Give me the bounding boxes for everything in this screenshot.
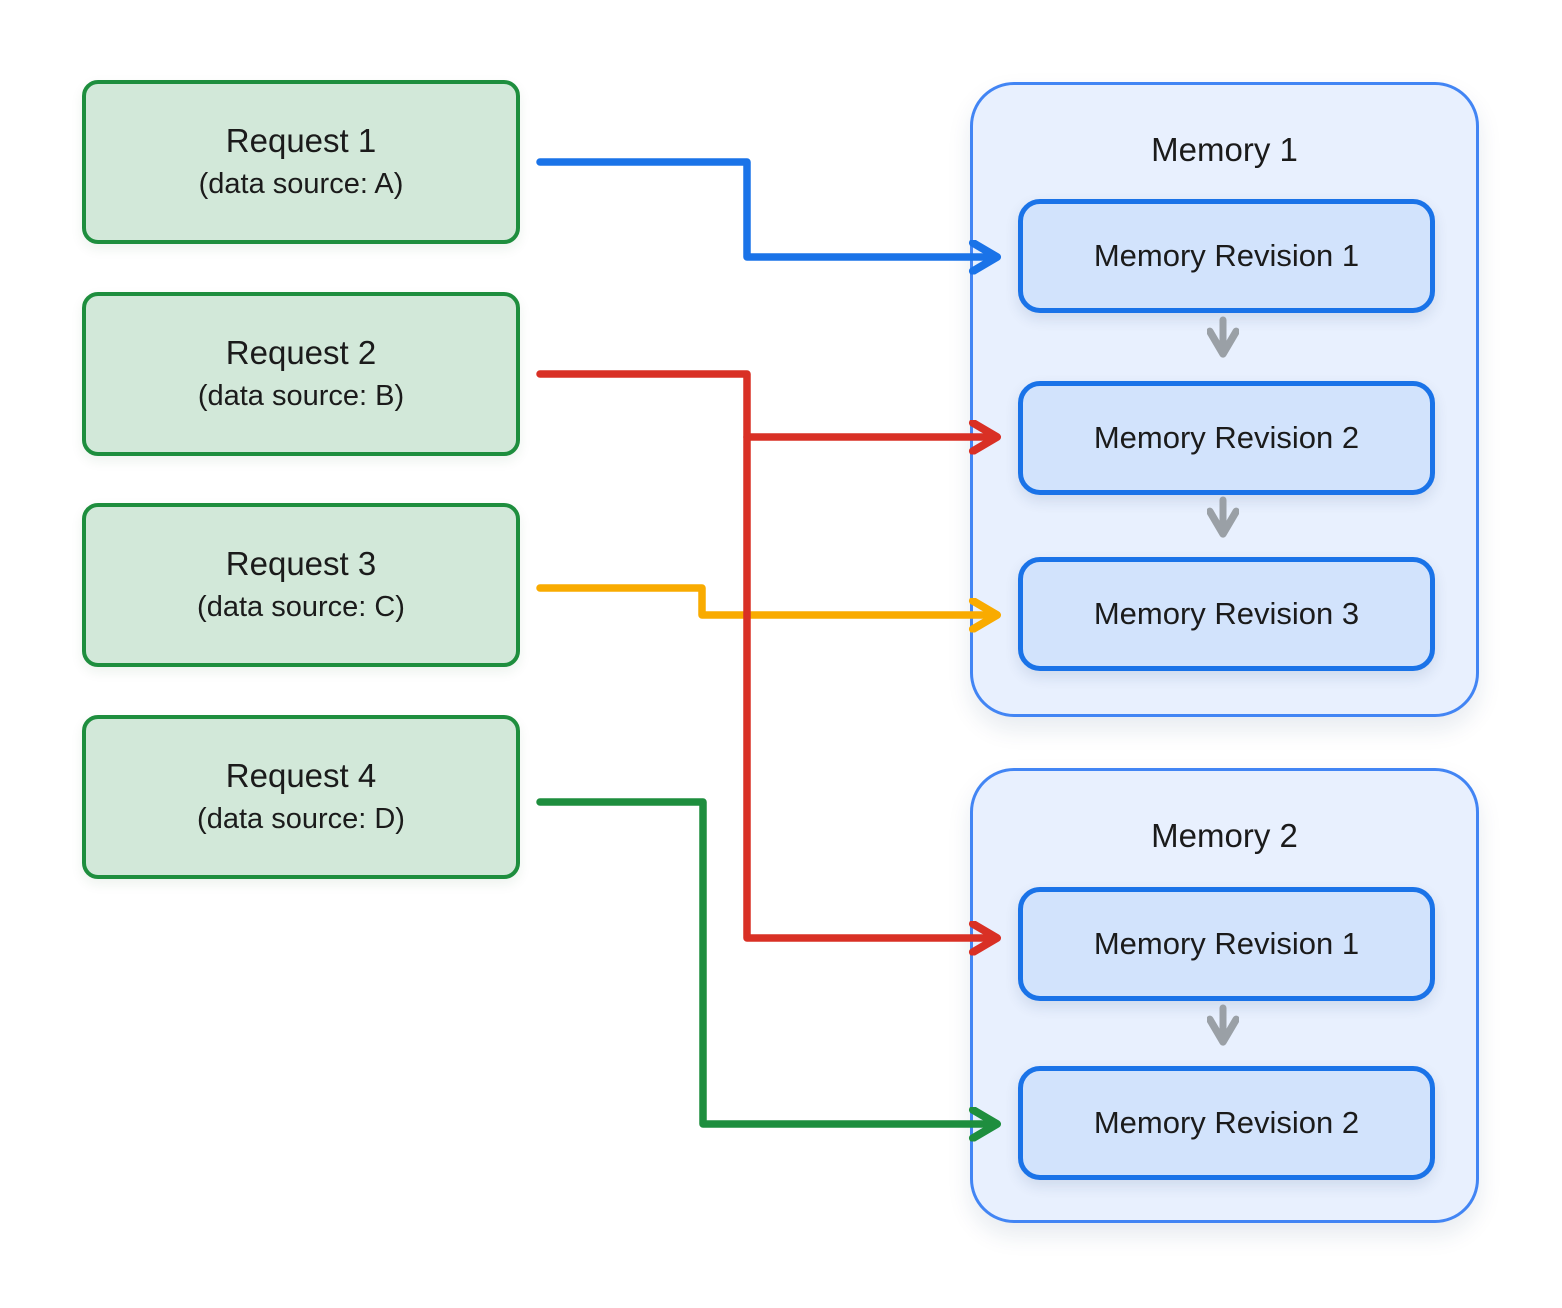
request-1-box: Request 1 (data source: A) [82, 80, 520, 244]
request-2-subtitle: (data source: B) [197, 380, 405, 413]
memory-2-revision-2-box: Memory Revision 2 [1018, 1066, 1435, 1180]
memory-2-title: Memory 2 [1151, 817, 1298, 854]
memory-2-container: Memory 2 Memory Revision 1 Memory Revisi… [970, 768, 1479, 1223]
request-4-subtitle: (data source: D) [197, 803, 405, 836]
memory-1-revision-2-label: Memory Revision 2 [1093, 420, 1360, 455]
request-4-title: Request 4 [225, 756, 377, 794]
request-2-title: Request 2 [225, 333, 377, 371]
connector-request-2-to-memory-2-revision-1 [536, 370, 995, 938]
connector-request-4-to-memory-2-revision-2 [536, 798, 995, 1124]
connector-request-3-to-memory-1-revision-3 [536, 584, 995, 615]
request-2-box: Request 2 (data source: B) [82, 292, 520, 456]
memory-2-revision-2-label: Memory Revision 2 [1093, 1105, 1360, 1140]
request-1-subtitle: (data source: A) [198, 168, 404, 201]
request-3-box: Request 3 (data source: C) [82, 503, 520, 667]
request-3-subtitle: (data source: C) [197, 591, 405, 624]
memory-2-revision-1-label: Memory Revision 1 [1093, 926, 1360, 961]
memory-1-revision-3-box: Memory Revision 3 [1018, 557, 1435, 671]
memory-1-revision-1-box: Memory Revision 1 [1018, 199, 1435, 313]
memory-1-revision-1-label: Memory Revision 1 [1093, 238, 1360, 273]
memory-2-revision-1-box: Memory Revision 1 [1018, 887, 1435, 1001]
request-4-box: Request 4 (data source: D) [82, 715, 520, 879]
request-3-title: Request 3 [225, 544, 377, 582]
memory-1-title: Memory 1 [1151, 131, 1298, 168]
connector-request-1-to-memory-1-revision-1 [536, 158, 995, 257]
memory-1-container: Memory 1 Memory Revision 1 Memory Revisi… [970, 82, 1479, 717]
memory-1-revision-2-box: Memory Revision 2 [1018, 381, 1435, 495]
request-1-title: Request 1 [225, 121, 377, 159]
memory-1-revision-3-label: Memory Revision 3 [1093, 596, 1360, 631]
